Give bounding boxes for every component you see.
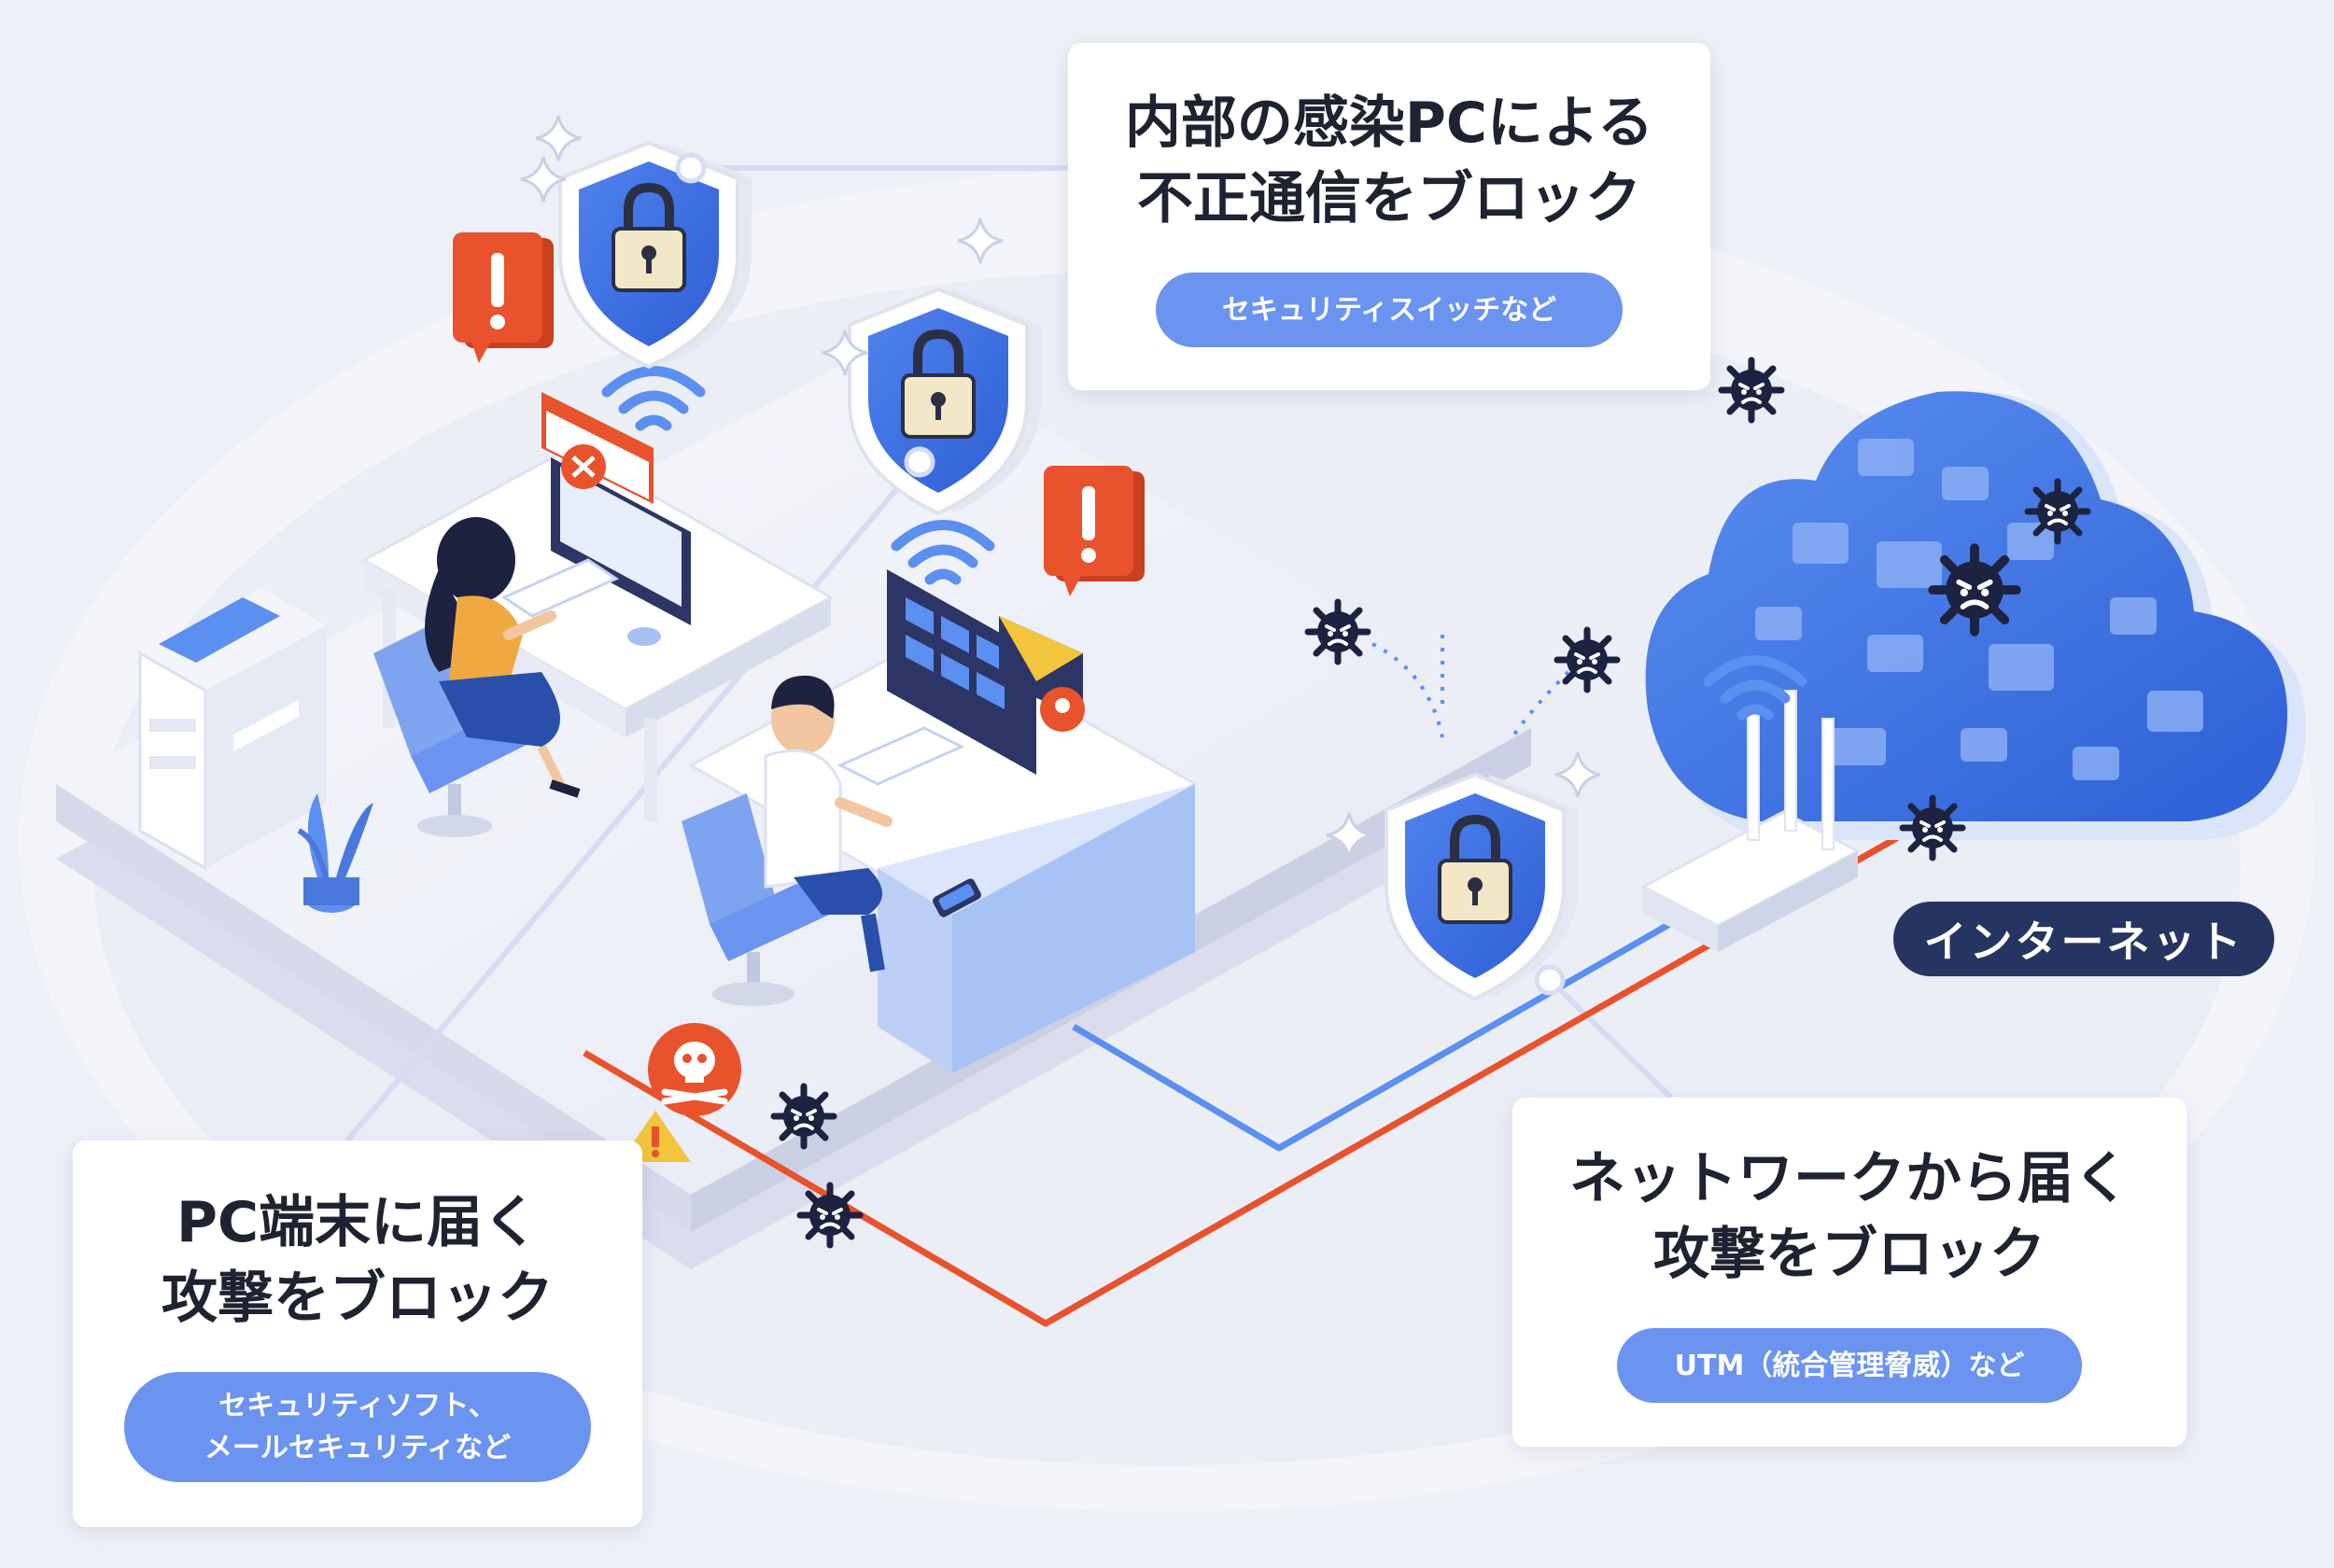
card-title-line: 攻撃をブロック: [162, 1266, 554, 1331]
card-title: PC端末に届く 攻撃をブロック: [162, 1185, 554, 1337]
callout-card-endpoint: PC端末に届く 攻撃をブロック セキュリティソフト、 メールセキュリティなど: [73, 1141, 642, 1527]
callout-lines: [344, 165, 1674, 1142]
woman-workstation: [360, 392, 835, 837]
solution-tag: セキュリティソフト、 メールセキュリティなど: [124, 1372, 591, 1482]
solution-tag-label: セキュリティソフト、: [218, 1390, 497, 1422]
virus-icon: [1308, 602, 1368, 662]
man-workstation: [682, 569, 1199, 1073]
virus-icon: [1722, 360, 1781, 420]
virus-icon: [800, 1185, 860, 1245]
plant: [297, 793, 373, 913]
card-title-line: 内部の感染PCによる: [1124, 91, 1654, 156]
callout-card-network: ネットワークから届く 攻撃をブロック UTM（統合管理脅威）など: [1512, 1098, 2186, 1447]
virus-icon: [1933, 548, 2017, 632]
card-title: 内部の感染PCによる 不正通信をブロック: [1125, 86, 1653, 237]
virus-icon: [1903, 798, 1962, 858]
internet-label: インターネット: [1893, 902, 2274, 976]
attack-dots: [1371, 635, 1570, 739]
alert-icon: [1044, 466, 1145, 596]
virus-icon: [1557, 630, 1617, 690]
card-title-line: 攻撃をブロック: [1653, 1222, 2046, 1287]
solution-tag-label: セキュリティスイッチなど: [1221, 293, 1557, 327]
skull-icon: [648, 1023, 741, 1116]
card-title-line: PC端末に届く: [176, 1190, 539, 1255]
callout-dots: [675, 152, 1566, 996]
virus-icon: [774, 1086, 834, 1146]
solution-tag-label: メールセキュリティなど: [204, 1432, 512, 1464]
card-title-line: ネットワークから届く: [1569, 1146, 2130, 1211]
card-title: ネットワークから届く 攻撃をブロック: [1569, 1141, 2130, 1293]
alert-icon: [453, 232, 554, 363]
callout-card-internal: 内部の感染PCによる 不正通信をブロック セキュリティスイッチなど: [1068, 43, 1710, 390]
card-title-line: 不正通信をブロック: [1137, 166, 1641, 231]
router-icon: [1639, 690, 1862, 952]
sparkle-icon: [534, 114, 583, 162]
solution-tag: UTM（統合管理脅威）など: [1617, 1328, 2082, 1403]
copier-machine: [138, 588, 327, 871]
solution-tag-label: UTM（統合管理脅威）など: [1674, 1349, 2025, 1382]
virus-icon: [2028, 482, 2088, 541]
solution-tag: セキュリティスイッチなど: [1156, 273, 1623, 347]
